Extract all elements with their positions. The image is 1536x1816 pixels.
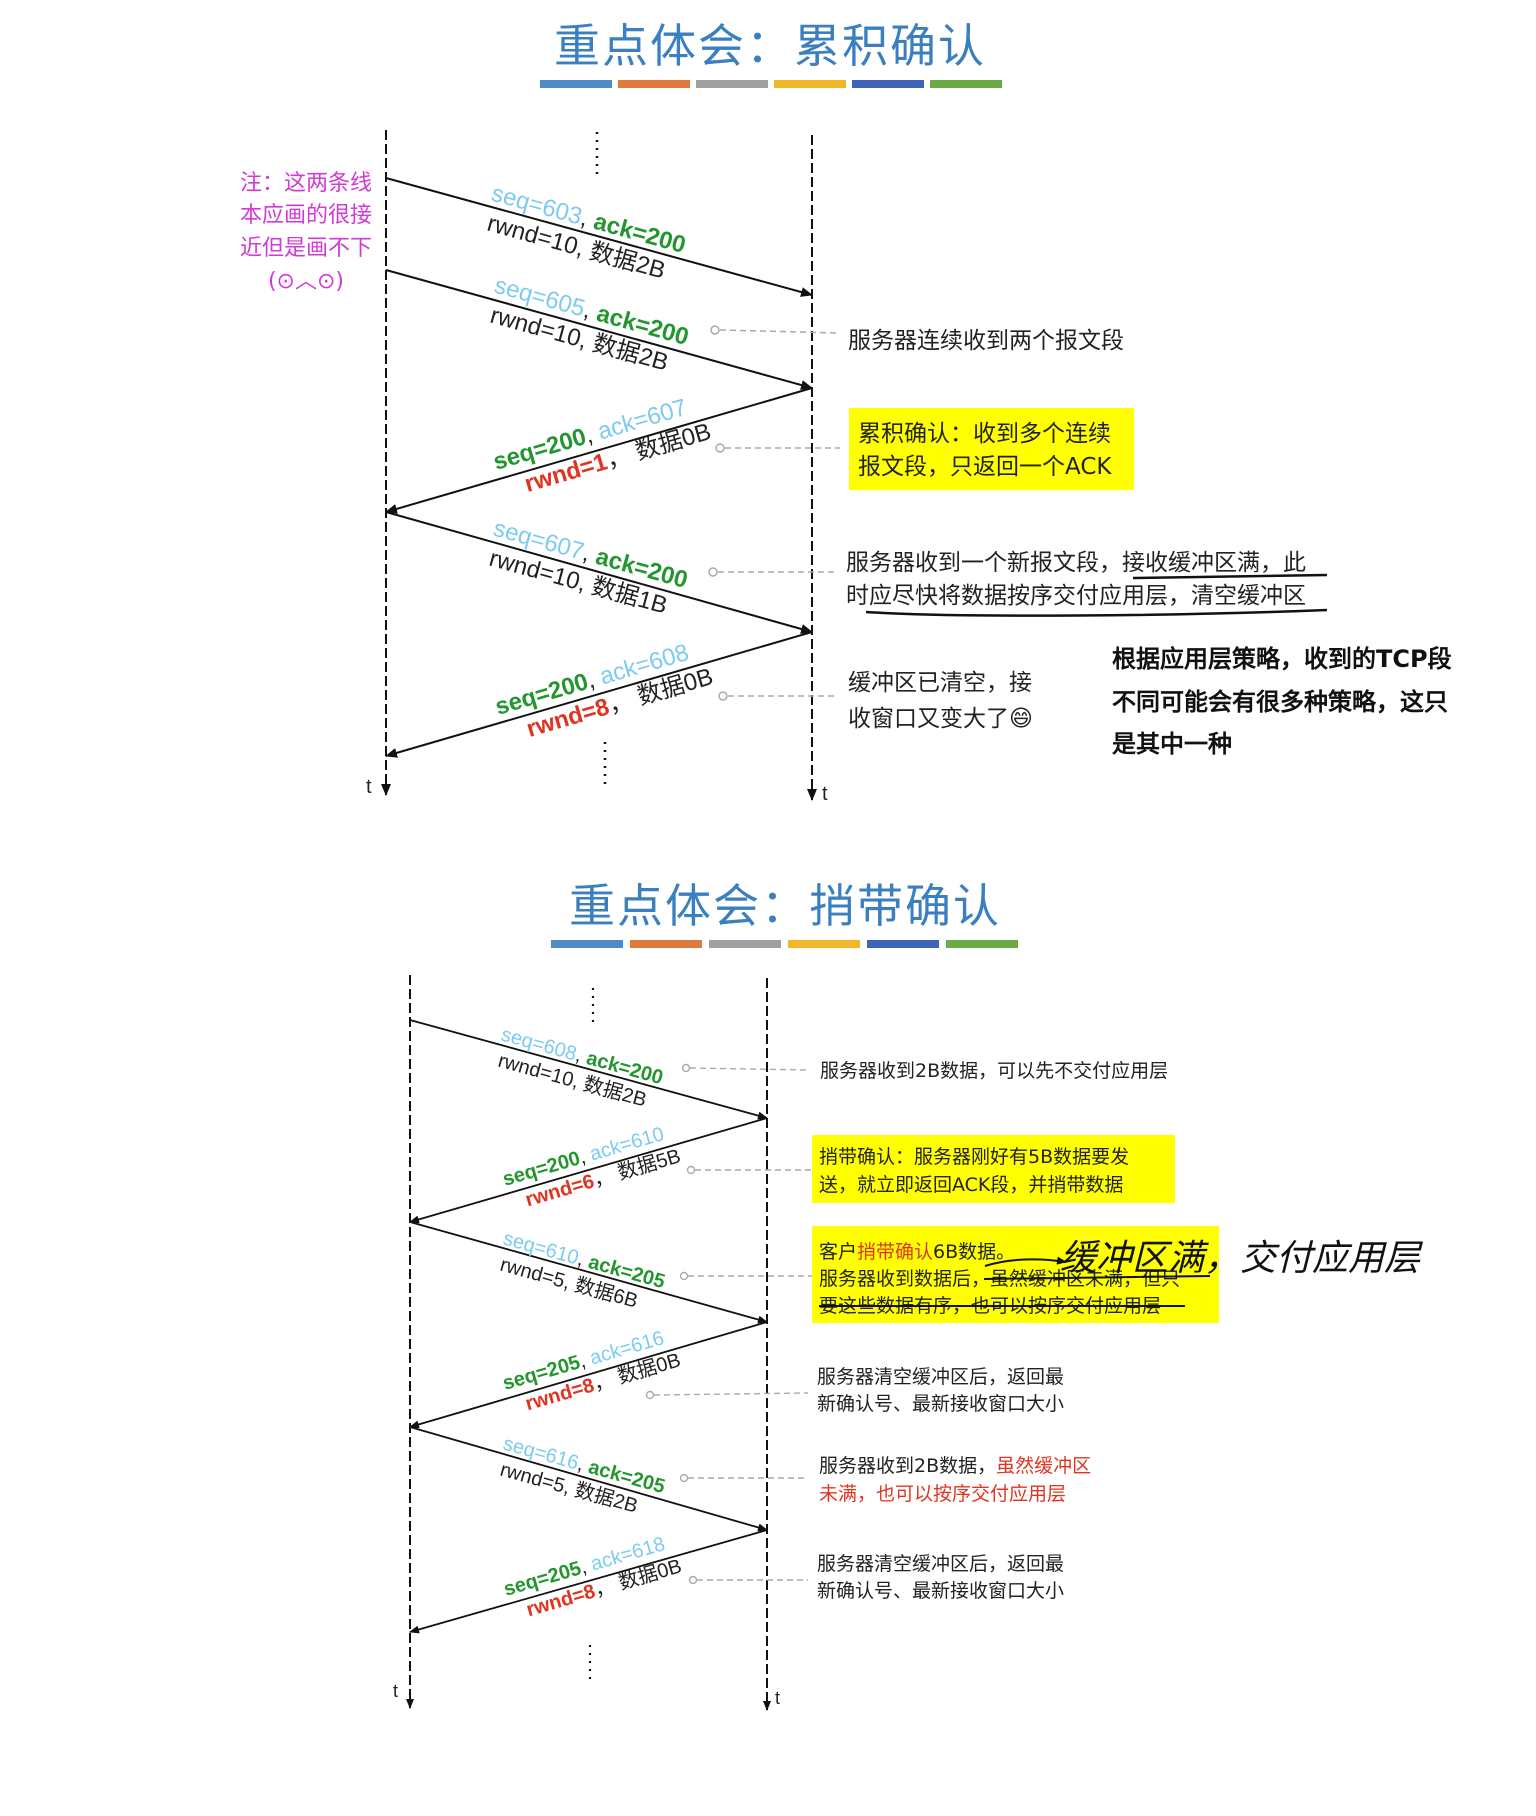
note2-deliver-line1: 客户捎带确认6B数据。 bbox=[819, 1241, 1015, 1263]
side-note-line: 注：这两条线 bbox=[240, 171, 372, 196]
server-time-label-2: t bbox=[775, 1688, 780, 1708]
title-bar-segment bbox=[867, 940, 939, 948]
note-strategy-line2: 不同可能会有很多种策略，这只 bbox=[1112, 688, 1448, 716]
title-bar-segment bbox=[618, 80, 690, 88]
title-bar-segment bbox=[946, 940, 1018, 948]
message-label-2-1: seq=608, ack=200 rwnd=10, 数据2B bbox=[496, 1024, 666, 1112]
note2-deliver-anyway-line2: 未满，也可以按序交付应用层 bbox=[819, 1483, 1066, 1505]
title-bar-segment bbox=[630, 940, 702, 948]
ack-arrow-2-4 bbox=[409, 1321, 768, 1429]
title-bar-segment bbox=[709, 940, 781, 948]
ack-arrow-2-6 bbox=[409, 1529, 768, 1634]
note-highlight-cumulative bbox=[849, 408, 1134, 490]
side-note: 注：这两条线 本应画的很接 近但是画不下 (⊙︿⊙) bbox=[240, 171, 372, 294]
client-time-label-2: t bbox=[393, 1681, 398, 1701]
title-bar-segment bbox=[852, 80, 924, 88]
hand-arrow bbox=[984, 1256, 1067, 1267]
message-label-2-2: seq=200, ack=610 rwnd=6， 数据5B bbox=[500, 1123, 683, 1211]
note2-clear-line2: 新确认号、最新接收窗口大小 bbox=[817, 1393, 1064, 1415]
note2-highlight-piggyback bbox=[812, 1135, 1175, 1203]
side-note-line: (⊙︿⊙) bbox=[268, 269, 344, 294]
note-window-grows-line1: 缓冲区已清空，接 bbox=[848, 670, 1032, 696]
note2-clear-line1: 服务器清空缓冲区后，返回最 bbox=[817, 1366, 1064, 1388]
message-label-3: seq=200, ack=607 rwnd=1， 数据0B bbox=[490, 394, 714, 498]
title-bar-segment bbox=[930, 80, 1002, 88]
note2-piggyback-line1: 捎带确认：服务器刚好有5B数据要发 bbox=[819, 1146, 1129, 1168]
side-note-line: 本应画的很接 bbox=[240, 203, 372, 228]
side-note-line: 近但是画不下 bbox=[240, 236, 372, 261]
note-cumulative-line1: 累积确认：收到多个连续 bbox=[858, 421, 1111, 447]
note-strategy-line3: 是其中一种 bbox=[1112, 730, 1232, 758]
title-bar-segment bbox=[540, 80, 612, 88]
note-buffer-full-line2: 时应尽快将数据按序交付应用层，清空缓冲区 bbox=[846, 583, 1306, 609]
underline-1 bbox=[1132, 573, 1328, 580]
ack-arrow-3 bbox=[385, 387, 813, 514]
segment-arrow-2-3 bbox=[409, 1221, 768, 1324]
section1-title-bar bbox=[540, 80, 1002, 88]
note2-piggyback-line2: 送，就立即返回ACK段，并捎带数据 bbox=[819, 1174, 1123, 1196]
note-strategy-line1: 根据应用层策略，收到的TCP段 bbox=[1112, 645, 1452, 673]
segment-arrow-2-5 bbox=[409, 1426, 768, 1532]
note-continuous-receive: 服务器连续收到两个报文段 bbox=[848, 328, 1124, 354]
title-bar-segment bbox=[774, 80, 846, 88]
title-bar-segment bbox=[788, 940, 860, 948]
segment-arrow-1 bbox=[385, 177, 813, 297]
segment-arrow-2-1 bbox=[409, 1019, 768, 1120]
ack-arrow-5 bbox=[385, 631, 813, 758]
note2-receive-2b: 服务器收到2B数据，可以先不交付应用层 bbox=[820, 1060, 1168, 1082]
message-label-2-6: seq=205, ack=618 rwnd=8， 数据0B bbox=[501, 1533, 684, 1621]
note-window-grows-line2: 收窗口又变大了😄 bbox=[848, 706, 1033, 732]
strike-line2 bbox=[983, 1275, 1211, 1280]
message-label-2-5: seq=616, ack=205 rwnd=5, 数据2B bbox=[498, 1433, 668, 1518]
server-time-label: t bbox=[822, 783, 828, 805]
note-buffer-full-line1: 服务器收到一个新报文段，接收缓冲区满，此 bbox=[846, 550, 1306, 576]
section2-title-bar bbox=[551, 940, 1018, 948]
title-bar-segment bbox=[551, 940, 623, 948]
segment-arrow-2 bbox=[385, 269, 813, 390]
note-cumulative-line2: 报文段，只返回一个ACK bbox=[858, 454, 1112, 480]
section1-title: 重点体会：累积确认 bbox=[554, 19, 986, 73]
message-label-2-3: seq=610, ack=205 rwnd=5, 数据6B bbox=[498, 1228, 668, 1313]
segment-arrow-4 bbox=[385, 511, 813, 634]
message-label-2-4: seq=205, ack=616 rwnd=8， 数据0B bbox=[500, 1327, 683, 1415]
section2-title: 重点体会：捎带确认 bbox=[569, 879, 1001, 933]
note2-deliver-line2: 服务器收到数据后，虽然缓冲区未满，但只 bbox=[819, 1268, 1180, 1290]
underline-2 bbox=[865, 608, 1328, 617]
ack-arrow-2-2 bbox=[409, 1117, 768, 1224]
note2-clear2-line1: 服务器清空缓冲区后，返回最 bbox=[817, 1553, 1064, 1575]
handwritten-note: 缓冲区满，交付应用层 bbox=[1060, 1238, 1424, 1279]
note2-clear2-line2: 新确认号、最新接收窗口大小 bbox=[817, 1580, 1064, 1602]
client-time-label: t bbox=[366, 776, 372, 798]
title-bar-segment bbox=[696, 80, 768, 88]
note-leaders-2 bbox=[645, 1063, 818, 1585]
message-label-1: seq=603, ack=200 rwnd=10, 数据2B bbox=[484, 180, 688, 285]
note2-deliver-anyway-line1: 服务器收到2B数据，虽然缓冲区 bbox=[819, 1455, 1091, 1477]
note-leaders-1 bbox=[708, 325, 840, 701]
